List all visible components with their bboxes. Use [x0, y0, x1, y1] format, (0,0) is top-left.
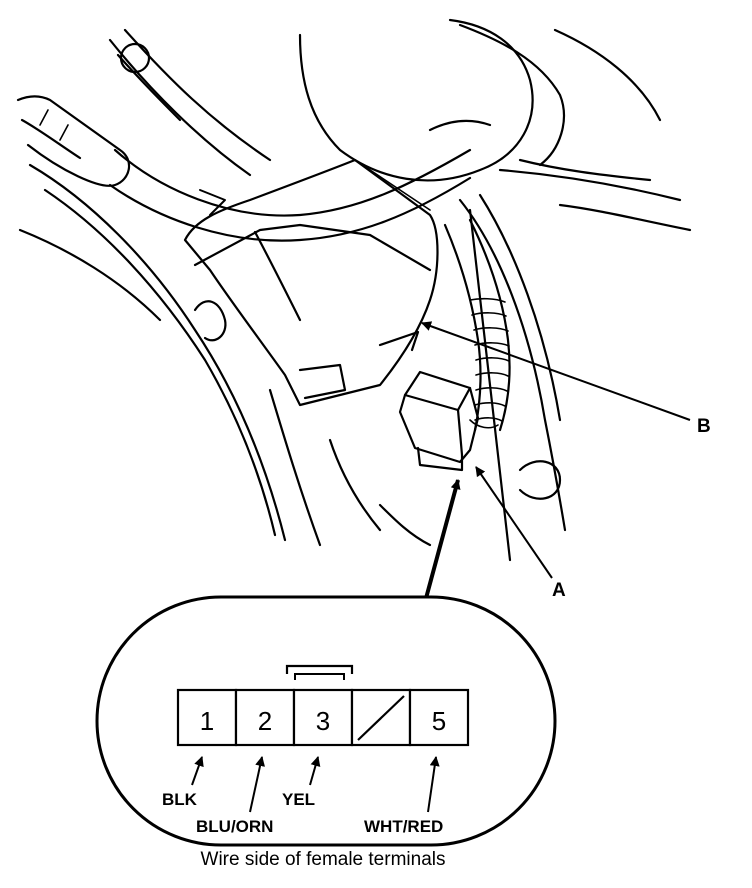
terminal-numbers: 1 2 3 5	[200, 706, 446, 736]
connector-lock-tab	[285, 664, 354, 674]
wire-label-1: BLK	[162, 790, 198, 809]
terminal-number-2: 2	[258, 706, 272, 736]
vehicle-illustration	[16, 18, 692, 562]
body-panel	[18, 28, 287, 542]
terminal-empty-slash	[357, 695, 405, 741]
terminal-cell-3	[292, 688, 354, 747]
callout-b: B	[421, 321, 711, 437]
wire-harness	[16, 95, 472, 242]
wire-pointer-3	[309, 756, 321, 786]
terminal-cell-5	[408, 688, 470, 747]
wire-pointer-2	[249, 756, 265, 813]
hand	[298, 18, 662, 182]
terminal-cell-1	[176, 688, 238, 747]
inset-caption: Wire side of female terminals	[201, 849, 446, 870]
inset-pointer-arrow	[423, 479, 461, 603]
wire-label-5: WHT/RED	[364, 817, 443, 836]
wire-pointer-1	[191, 756, 204, 786]
wire-label-2: BLU/ORN	[196, 817, 273, 836]
callout-a-leader	[475, 466, 553, 579]
terminal-number-5: 5	[432, 706, 446, 736]
callout-a: A	[475, 466, 566, 601]
callout-b-label: B	[697, 416, 711, 437]
wire-label-3: YEL	[282, 790, 315, 809]
connector-a	[398, 370, 499, 472]
terminal-number-1: 1	[200, 706, 214, 736]
terminal-row	[176, 688, 470, 747]
wire-labels: BLK BLU/ORN YEL WHT/RED	[162, 790, 443, 836]
terminal-inset: 1 2 3 5 BLK BLU/ORN YEL WHT/RED	[95, 595, 557, 847]
callout-a-label: A	[552, 580, 566, 601]
corrugated-tube	[443, 218, 511, 432]
callout-b-leader	[421, 321, 691, 421]
terminal-number-3: 3	[316, 706, 330, 736]
control-unit	[183, 158, 439, 407]
body-frame	[268, 168, 692, 562]
connector-lock-tab-inner	[294, 673, 345, 680]
wire-pointers	[191, 756, 440, 813]
wire-pointer-5	[427, 756, 440, 813]
